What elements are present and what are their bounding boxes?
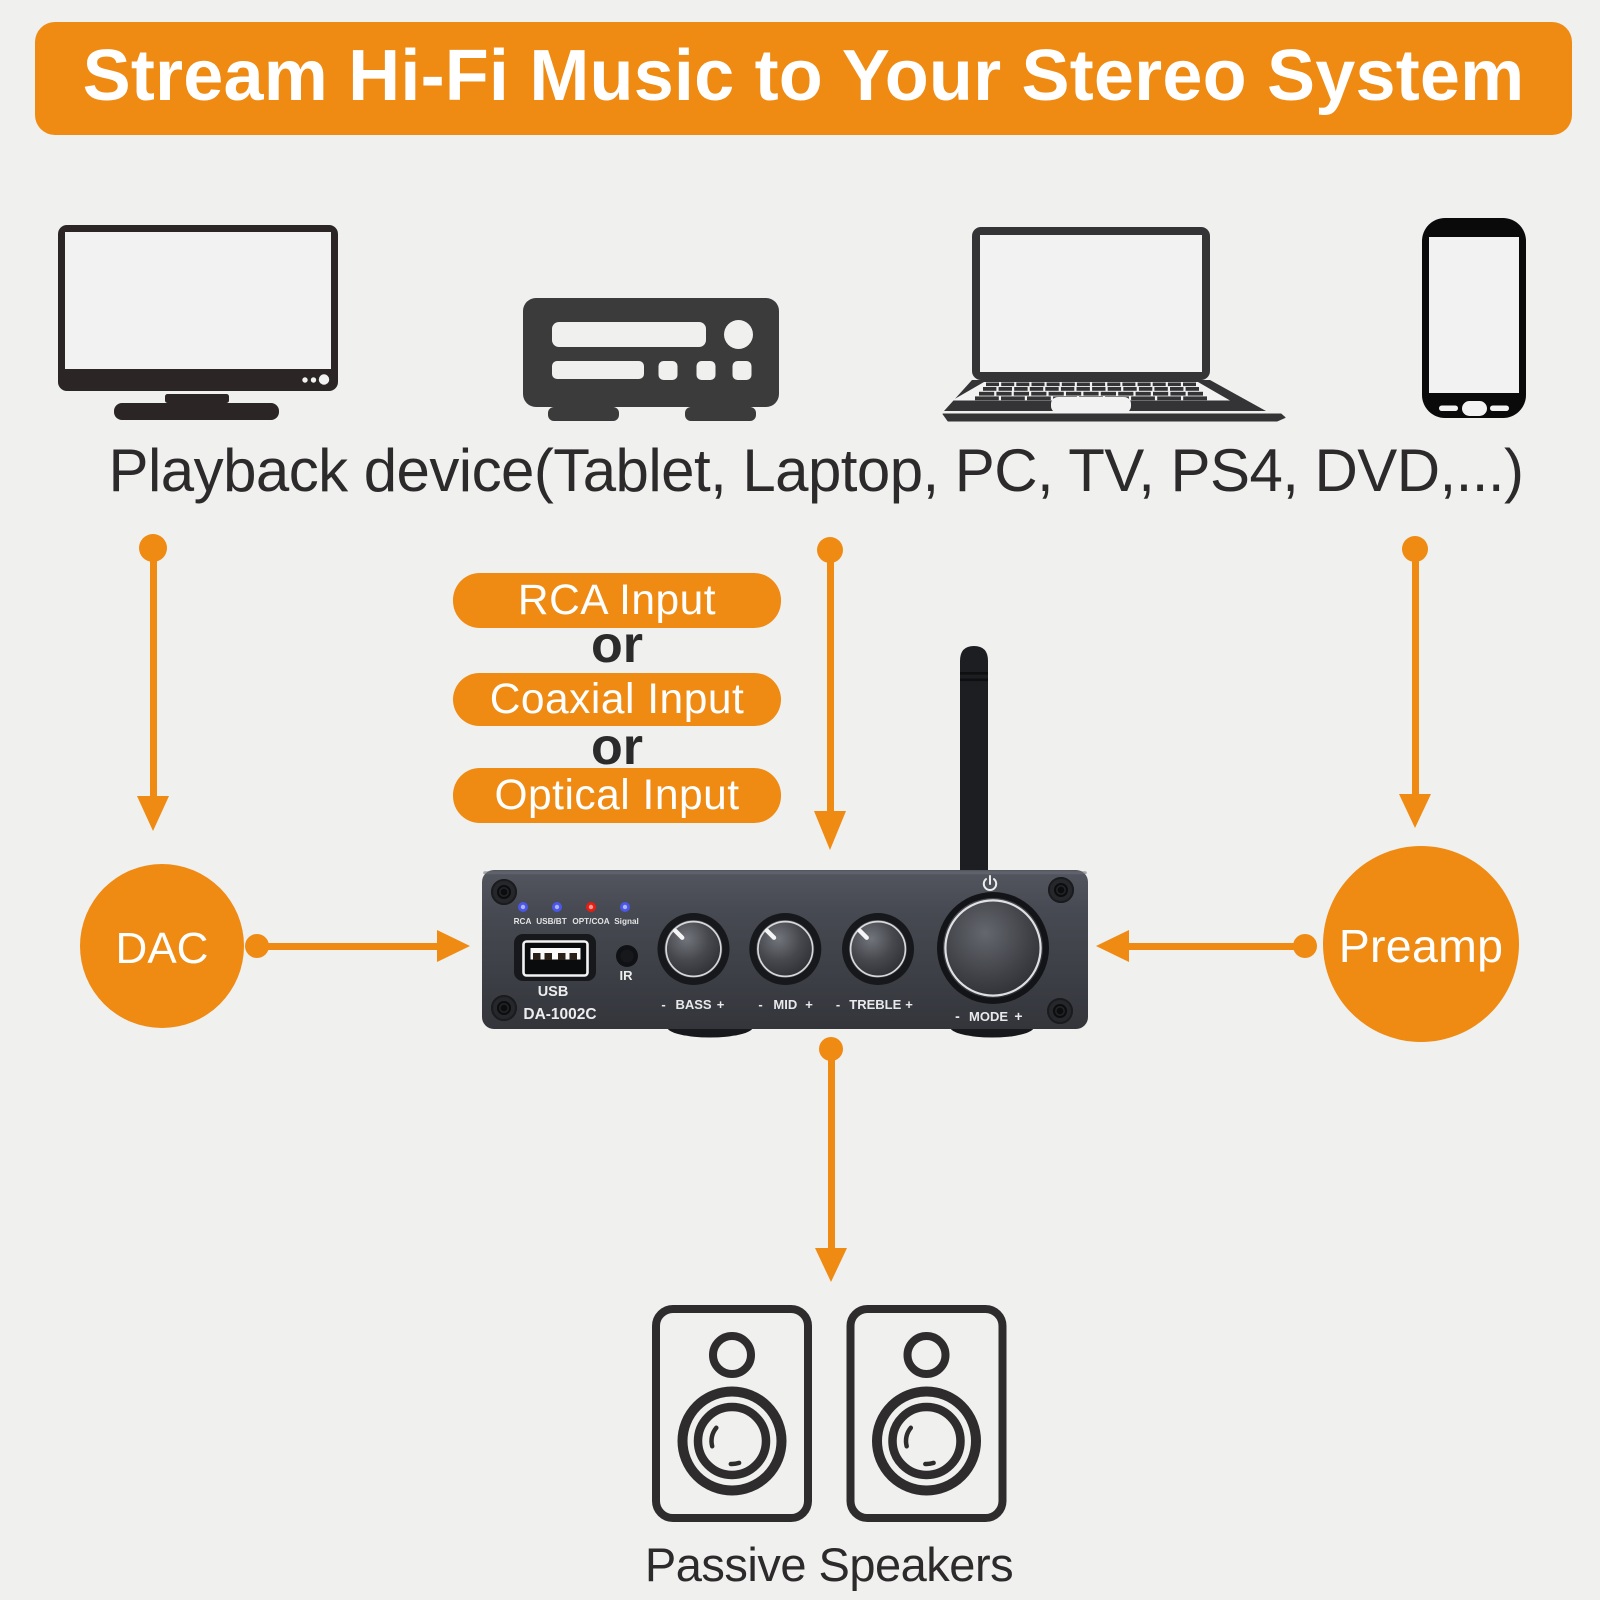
svg-text:-: - <box>661 997 665 1012</box>
svg-text:IR: IR <box>620 968 634 983</box>
svg-text:MODE: MODE <box>969 1009 1008 1024</box>
svg-text:+: + <box>805 997 813 1012</box>
svg-text:-: - <box>758 997 762 1012</box>
svg-text:+: + <box>717 997 725 1012</box>
svg-text:+: + <box>905 997 913 1012</box>
svg-text:BASS: BASS <box>675 997 711 1012</box>
svg-text:+: + <box>1014 1008 1022 1024</box>
svg-text:TREBLE: TREBLE <box>849 997 901 1012</box>
svg-text:DA-1002C: DA-1002C <box>523 1006 596 1023</box>
svg-text:RCA: RCA <box>514 917 532 926</box>
svg-text:MID: MID <box>773 997 797 1012</box>
svg-text:-: - <box>955 1008 960 1024</box>
svg-text:-: - <box>836 997 840 1012</box>
svg-text:Signal: Signal <box>614 917 639 926</box>
svg-text:USB/BT: USB/BT <box>536 917 566 926</box>
svg-text:OPT/COA: OPT/COA <box>572 917 609 926</box>
svg-text:USB: USB <box>538 984 569 1000</box>
